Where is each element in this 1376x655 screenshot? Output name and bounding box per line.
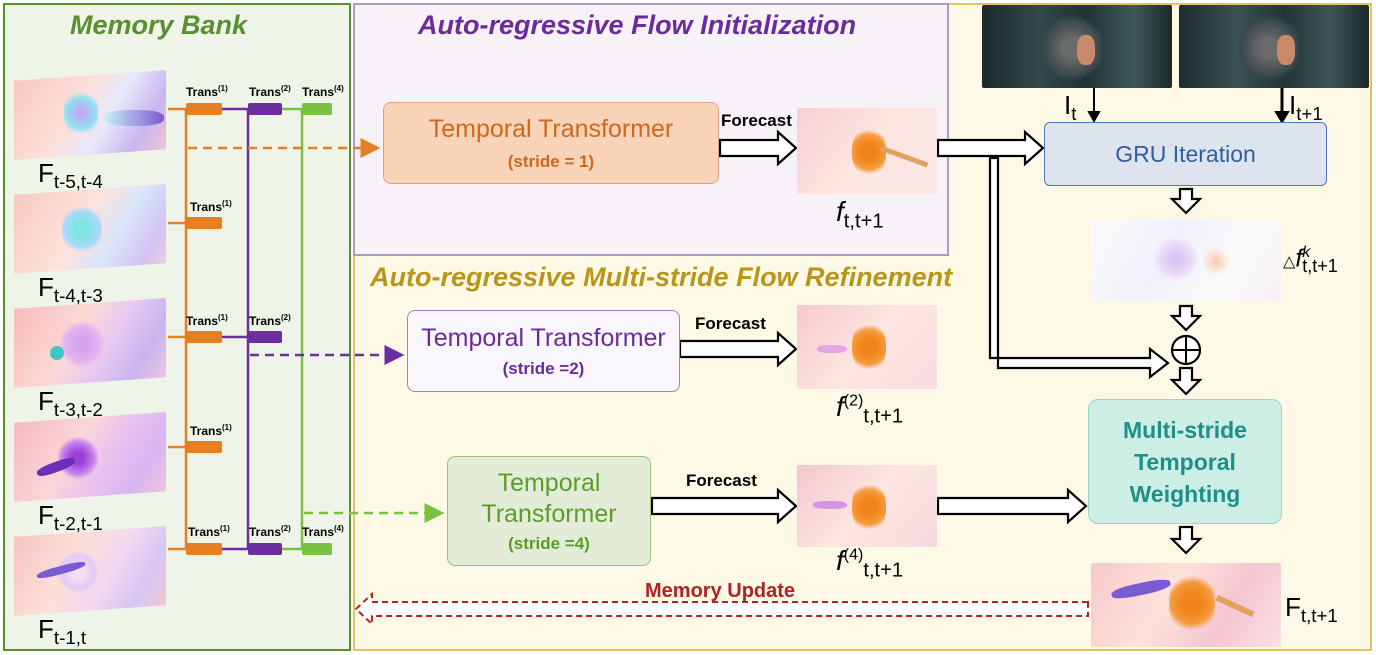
forecast-arrows: [650, 129, 1088, 525]
trans-label: Trans(1): [190, 199, 232, 214]
frame-label-t1: It+1: [1289, 90, 1323, 125]
output-label-stride4: f(4)t,t+1: [836, 545, 904, 582]
trans-chip-purple: [248, 543, 282, 555]
forecast-label: Forecast: [686, 471, 757, 490]
trans-label: Trans(1): [190, 423, 232, 438]
frame-image-t: [982, 5, 1172, 88]
weighting-line1: Multi-stride: [1123, 416, 1247, 443]
transformer-title: Temporal Transformer: [428, 114, 674, 143]
purple-branch-lines: [222, 107, 250, 551]
frame-image-t1: [1179, 5, 1369, 88]
flow-thumbnail-3: [14, 298, 166, 388]
temporal-transformer-stride4: Temporal Transformer (stride =4): [447, 456, 651, 566]
gru-iteration-box: GRU Iteration: [1044, 122, 1327, 186]
trans-label: Trans(4): [302, 524, 344, 539]
flow-label-4: Ft-2,t-1: [38, 500, 103, 535]
trans-label: Trans(2): [249, 524, 291, 539]
flow-label-2: Ft-4,t-3: [38, 272, 103, 307]
initialization-title: Auto-regressive Flow Initialization: [418, 10, 857, 40]
output-flow-stride4: [797, 465, 937, 547]
stride-label: (stride = 1): [507, 151, 595, 171]
forecast-label: Forecast: [721, 111, 792, 130]
transformer-title: Temporal Transformer: [421, 323, 666, 352]
memory-update-label: Memory Update: [645, 580, 796, 602]
trans-chip-orange: [186, 103, 222, 115]
trans-chip-purple: [248, 103, 282, 115]
gru-label: GRU Iteration: [1115, 140, 1256, 167]
flow-thumbnail-4: [14, 412, 166, 502]
trans-chip-orange: [186, 543, 222, 555]
trans-chip-orange: [186, 441, 222, 453]
memory-update-arrow: [354, 591, 1089, 627]
flow-thumbnail-5: [14, 526, 166, 616]
final-flow-image: [1091, 563, 1281, 647]
flow-label-1: Ft-5,t-4: [38, 158, 103, 193]
refinement-title: Auto-regressive Multi-stride Flow Refine…: [370, 262, 953, 292]
flow-label-5: Ft-1,t: [38, 614, 87, 649]
trans-label: Trans(1): [186, 313, 228, 328]
flow-thumbnail-2: [14, 184, 166, 274]
down-arrows: [1169, 187, 1203, 555]
frame-arrows: [1087, 88, 1290, 124]
bypass-arrow: [988, 156, 1170, 380]
flow-thumbnail-1: [14, 70, 166, 160]
weighting-line2: Temporal: [1134, 448, 1236, 475]
trans-chip-purple: [248, 331, 282, 343]
final-flow-label: Ft,t+1: [1285, 592, 1338, 627]
multi-stride-weighting-box: Multi-stride Temporal Weighting: [1088, 399, 1282, 524]
forecast-label: Forecast: [695, 314, 766, 333]
trans-chip-green: [302, 543, 332, 555]
transformer-title-line2: Transformer: [481, 500, 617, 528]
delta-flow-label: △fkt,t+1: [1283, 244, 1338, 277]
transformer-title-line1: Temporal: [497, 469, 601, 497]
trans-chip-orange: [186, 217, 222, 229]
flow-label-3: Ft-3,t-2: [38, 386, 103, 421]
memory-bank-title: Memory Bank: [70, 10, 248, 40]
orange-branch-lines: [168, 107, 188, 551]
stride-label: (stride =4): [508, 534, 590, 553]
output-flow-stride2: [797, 305, 937, 389]
stride-label: (stride =2): [502, 358, 585, 378]
trans-chip-orange: [186, 331, 222, 343]
trans-chip-green: [302, 103, 332, 115]
trans-label: Trans(1): [186, 84, 228, 99]
output-label-init: ft,t+1: [836, 196, 884, 233]
green-branch-lines: [282, 107, 304, 551]
trans-label: Trans(4): [302, 84, 344, 99]
output-flow-init: [797, 108, 937, 194]
trans-label: Trans(1): [188, 524, 230, 539]
temporal-transformer-stride2: Temporal Transformer (stride =2): [407, 310, 680, 392]
temporal-transformer-stride1: Temporal Transformer (stride = 1): [383, 102, 719, 184]
trans-label: Trans(2): [249, 84, 291, 99]
frame-label-t: It: [1064, 90, 1077, 125]
delta-flow-image: [1091, 219, 1281, 301]
weighting-line3: Weighting: [1129, 480, 1241, 507]
output-label-stride2: f(2)t,t+1: [836, 391, 904, 428]
trans-label: Trans(2): [249, 313, 291, 328]
